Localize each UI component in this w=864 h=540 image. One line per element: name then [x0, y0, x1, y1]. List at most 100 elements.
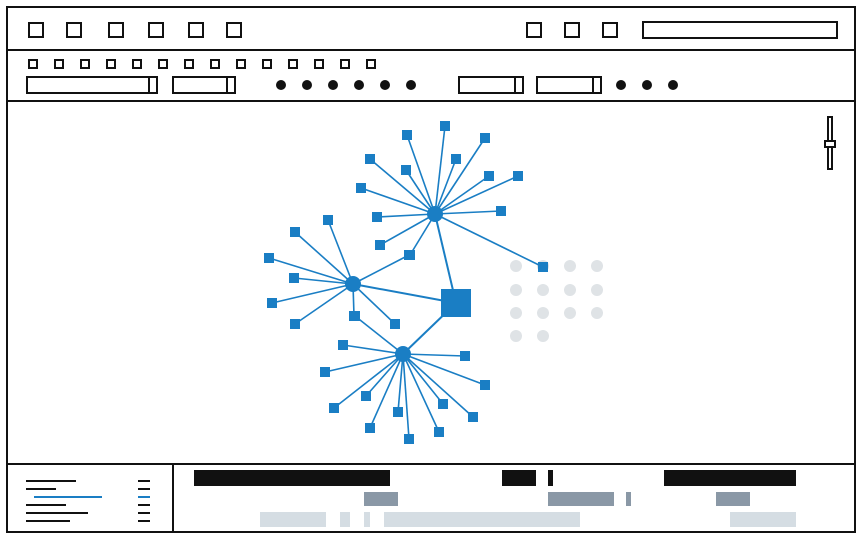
header-cell — [502, 470, 536, 486]
dot-icon[interactable] — [406, 80, 416, 90]
dropdown-field-3[interactable] — [458, 76, 524, 94]
leaf-edge — [402, 353, 440, 433]
leaf-node[interactable] — [267, 298, 277, 308]
leaf-node[interactable] — [538, 262, 548, 272]
leaf-edge — [333, 353, 404, 409]
leaf-node[interactable] — [484, 171, 494, 181]
hub-square-node[interactable] — [441, 289, 471, 317]
legend-line — [26, 512, 88, 514]
leaf-node[interactable] — [390, 319, 400, 329]
zoom-slider-handle[interactable] — [824, 140, 836, 148]
toolbar-right-button-2[interactable] — [564, 22, 580, 38]
leaf-edge — [402, 353, 474, 418]
small-tool-button[interactable] — [210, 59, 220, 69]
leaf-node[interactable] — [393, 407, 403, 417]
dot-icon[interactable] — [642, 80, 652, 90]
dot-icon[interactable] — [354, 80, 364, 90]
toolbar-button-6[interactable] — [226, 22, 242, 38]
leaf-node[interactable] — [401, 165, 411, 175]
small-tool-button[interactable] — [80, 59, 90, 69]
ghost-dot — [510, 330, 522, 342]
dropdown-field-2[interactable] — [172, 76, 236, 94]
leaf-node[interactable] — [434, 427, 444, 437]
small-tool-button[interactable] — [314, 59, 324, 69]
leaf-node[interactable] — [480, 133, 490, 143]
legend-tick — [138, 480, 150, 482]
bottom-panel-divider — [8, 463, 854, 465]
leaf-node[interactable] — [460, 351, 470, 361]
toolbar-button-2[interactable] — [66, 22, 82, 38]
small-tool-button[interactable] — [158, 59, 168, 69]
ghost-dot — [537, 330, 549, 342]
leaf-node[interactable] — [264, 253, 274, 263]
leaf-edge — [324, 353, 404, 373]
ghost-dot — [564, 284, 576, 296]
leaf-node[interactable] — [438, 399, 448, 409]
graph-canvas[interactable] — [8, 8, 854, 531]
cluster-node[interactable] — [427, 206, 443, 222]
small-tool-button[interactable] — [184, 59, 194, 69]
leaf-node[interactable] — [375, 240, 385, 250]
leaf-edge — [402, 353, 444, 405]
leaf-node[interactable] — [365, 423, 375, 433]
leaf-edge — [294, 231, 354, 285]
leaf-node[interactable] — [290, 227, 300, 237]
leaf-node[interactable] — [290, 319, 300, 329]
small-tool-button[interactable] — [288, 59, 298, 69]
dot-icon[interactable] — [276, 80, 286, 90]
toolbar-right-button-1[interactable] — [526, 22, 542, 38]
app-window — [6, 6, 856, 533]
leaf-node[interactable] — [338, 340, 348, 350]
zoom-slider-icon[interactable] — [824, 116, 836, 172]
leaf-node[interactable] — [350, 311, 360, 321]
small-tool-button[interactable] — [262, 59, 272, 69]
ghost-dot — [564, 307, 576, 319]
leaf-node[interactable] — [468, 412, 478, 422]
leaf-edge — [402, 353, 486, 386]
small-tool-button[interactable] — [28, 59, 38, 69]
leaf-node[interactable] — [402, 130, 412, 140]
leaf-node[interactable] — [289, 273, 299, 283]
leaf-node[interactable] — [451, 154, 461, 164]
leaf-node[interactable] — [440, 121, 450, 131]
toolbar-button-5[interactable] — [188, 22, 204, 38]
leaf-node[interactable] — [361, 391, 371, 401]
small-tool-button[interactable] — [340, 59, 350, 69]
leaf-node[interactable] — [320, 367, 330, 377]
small-tool-button[interactable] — [106, 59, 116, 69]
list-icon[interactable] — [26, 474, 156, 530]
leaf-node[interactable] — [480, 380, 490, 390]
subtoolbar-divider — [8, 100, 854, 102]
dropdown-field-4[interactable] — [536, 76, 602, 94]
value-cell — [364, 492, 398, 506]
leaf-node[interactable] — [356, 183, 366, 193]
leaf-node[interactable] — [323, 215, 333, 225]
leaf-node[interactable] — [365, 154, 375, 164]
legend-line — [26, 480, 76, 482]
small-tool-button[interactable] — [54, 59, 64, 69]
dot-icon[interactable] — [616, 80, 626, 90]
toolbar-right-button-3[interactable] — [602, 22, 618, 38]
small-tool-button[interactable] — [236, 59, 246, 69]
toolbar-button-3[interactable] — [108, 22, 124, 38]
cluster-node[interactable] — [395, 346, 411, 362]
leaf-node[interactable] — [513, 171, 523, 181]
toolbar-button-4[interactable] — [148, 22, 164, 38]
dot-icon[interactable] — [380, 80, 390, 90]
leaf-node[interactable] — [372, 212, 382, 222]
legend-tick — [138, 520, 150, 522]
dot-icon[interactable] — [328, 80, 338, 90]
dot-icon[interactable] — [668, 80, 678, 90]
dropdown-field-1[interactable] — [26, 76, 158, 94]
dot-icon[interactable] — [302, 80, 312, 90]
cluster-node[interactable] — [345, 276, 361, 292]
leaf-node[interactable] — [404, 434, 414, 444]
leaf-node[interactable] — [329, 403, 339, 413]
small-tool-button[interactable] — [366, 59, 376, 69]
leaf-edge — [434, 210, 502, 215]
leaf-node[interactable] — [496, 206, 506, 216]
small-tool-button[interactable] — [132, 59, 142, 69]
search-input[interactable] — [642, 21, 838, 39]
toolbar-button-1[interactable] — [28, 22, 44, 38]
leaf-node[interactable] — [404, 250, 414, 260]
